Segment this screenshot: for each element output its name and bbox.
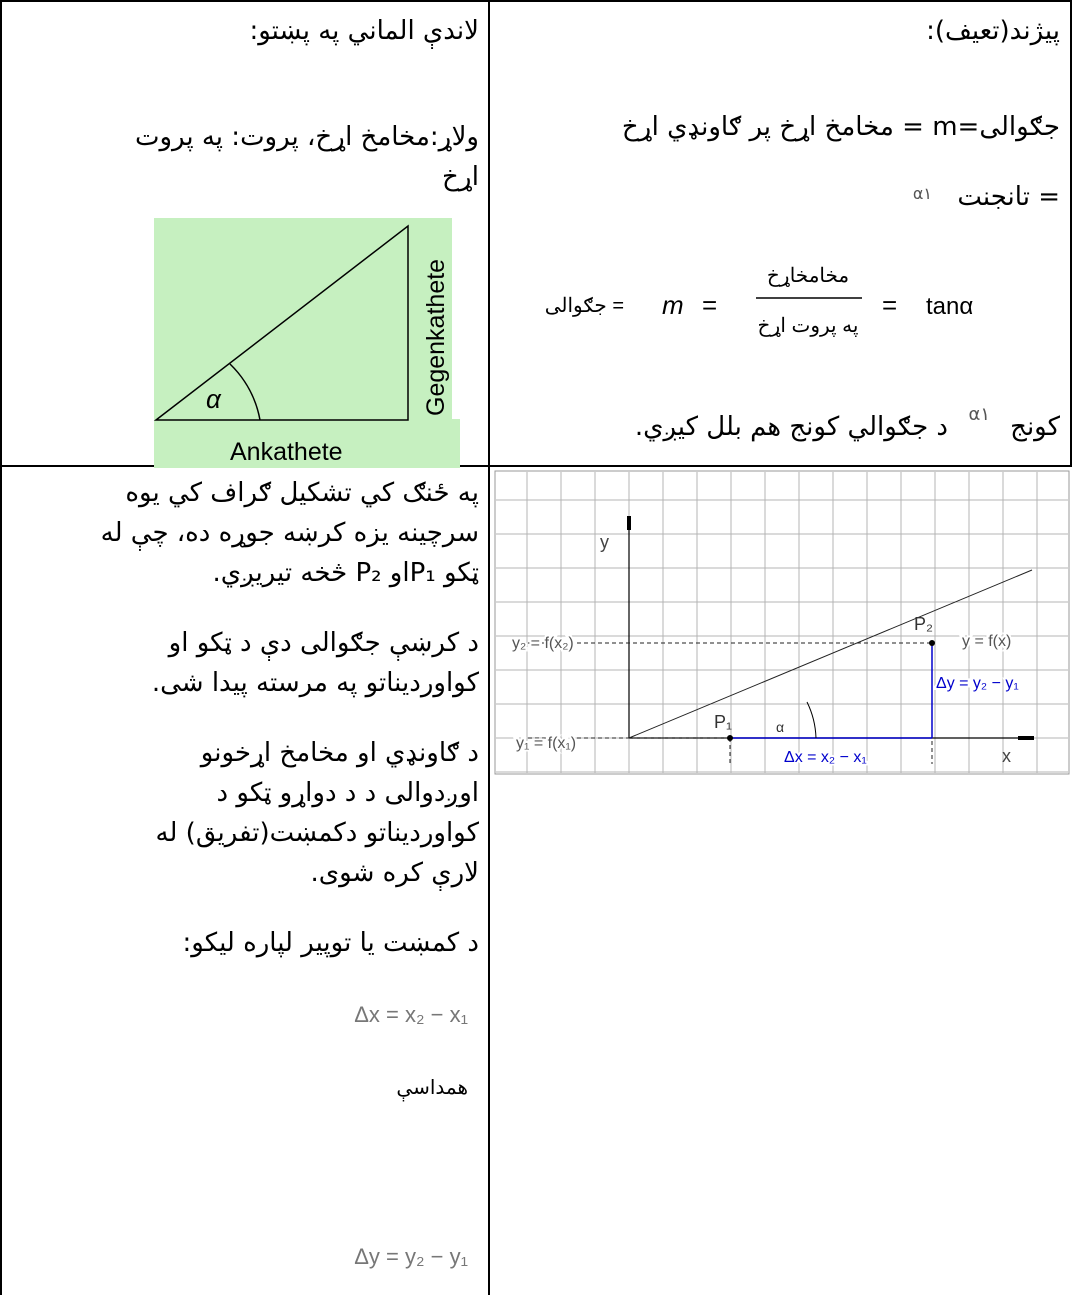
definition-line-1: جګوالی=m = مخامخ اړخ پر ګاونډي اړخ	[621, 112, 1060, 142]
function-line	[628, 569, 1033, 739]
formula-numerator: مخامخاړخ	[767, 265, 849, 287]
label-p1: P₁	[714, 712, 732, 732]
tangent-text: = تانجنت	[957, 182, 1060, 212]
table-border-center	[488, 0, 490, 1295]
slope-formula: = جګوالی m = مخامخاړخ په پروت اړخ = tanα	[545, 265, 974, 337]
translation-line-1: ولاړ:مخامخ اړخ، پروت: په پروت	[134, 122, 479, 152]
formula-denominator: په پروت اړخ	[758, 315, 859, 337]
point-p1	[727, 735, 733, 741]
table-border-left	[0, 0, 2, 1295]
y-axis-arrow	[627, 516, 631, 530]
alpha-symbol: α١	[912, 184, 932, 203]
translation-line-2: اړخ	[442, 162, 479, 192]
formula-delta-x: Δx = x₂ − x₁	[354, 1002, 468, 1027]
x-axis-arrow	[1018, 736, 1034, 740]
translation-heading: لاندې الماني په پښتو:	[249, 16, 479, 46]
vertical-side-label: Gegenkathete	[422, 259, 450, 416]
para3-line4: لارې کره شوی.	[310, 858, 479, 888]
figure-label-strip	[154, 419, 460, 468]
para3-line2: اوږدوالی د د دواړو ټکو د	[216, 778, 479, 808]
para3-line3: کواوردیناتو دکمښت(تفریق) له	[155, 818, 479, 848]
label-function: y = f(x)	[962, 633, 1011, 650]
para1-line1: په ځنګ کي تشکیل ګراف کي یوه	[125, 478, 479, 508]
label-y1: y₁ = f(x₁)	[516, 735, 576, 752]
graph-angle-arc	[806, 701, 817, 739]
right-triangle-figure: α Gegenkathete Ankathete	[153, 218, 460, 468]
para1-line3: ټکو P₁او P₂ څخه تیریږي.	[212, 558, 479, 588]
alpha-symbol-2: α١	[968, 404, 990, 425]
definition-heading: پیژند(تعیف):	[926, 16, 1060, 46]
x-axis-label: x	[1002, 746, 1011, 766]
formula-eq-1: =	[702, 290, 717, 320]
table-border-top	[0, 0, 1072, 2]
graph-frame	[494, 470, 1070, 775]
label-alpha: α	[776, 719, 784, 735]
triangle-shape	[153, 224, 409, 421]
para3-line1: د ګاونډي او مخامخ اړخونو	[200, 738, 479, 768]
para1-line2: سرچینه یزه کرښه جوړه ده، چې له	[100, 518, 479, 548]
angle-word: کونج	[1010, 412, 1060, 442]
label-delta-y: Δy = y₂ − y₁	[936, 675, 1019, 692]
formula-m: m	[662, 290, 684, 320]
word-also: همداسې	[396, 1075, 468, 1099]
formula-rhs: = جګوالی	[545, 295, 624, 317]
label-y2: y₂ = f(x₂)	[512, 635, 574, 652]
para2-line2: کواوردیناتو په مرسته پیدا شی.	[151, 668, 479, 698]
angle-arc	[229, 363, 261, 421]
y-axis-label: y	[600, 532, 609, 552]
table-border-middle	[0, 465, 1072, 467]
formula-tan: tanα	[926, 293, 973, 320]
formula-delta-y: Δy = y₂ − y₁	[354, 1244, 468, 1269]
label-delta-x: Δx = x₂ − x₁	[784, 749, 867, 766]
horizontal-side-label: Ankathete	[230, 438, 343, 466]
definition-line-3: کونج α١ د جګوالي کونج هم بلل کیږي.	[500, 404, 1060, 448]
angle-description: د جګوالي کونج هم بلل کیږي.	[634, 412, 948, 442]
slope-graph: y x P₁ P₂ y₂ = f(x₂) y₁ = f(x₁) y = f(x)…	[494, 470, 1070, 775]
para4: د کمښت یا توپیر لپاره لیکو:	[182, 928, 479, 958]
formula-eq-2: =	[882, 290, 897, 320]
label-p2: P₂	[914, 614, 933, 634]
para2-line1: د کرښې جګوالی دې د ټکو او	[168, 628, 479, 658]
point-p2	[929, 640, 935, 646]
triangle-angle-label: α	[206, 384, 222, 414]
table-border-right	[1070, 0, 1072, 467]
